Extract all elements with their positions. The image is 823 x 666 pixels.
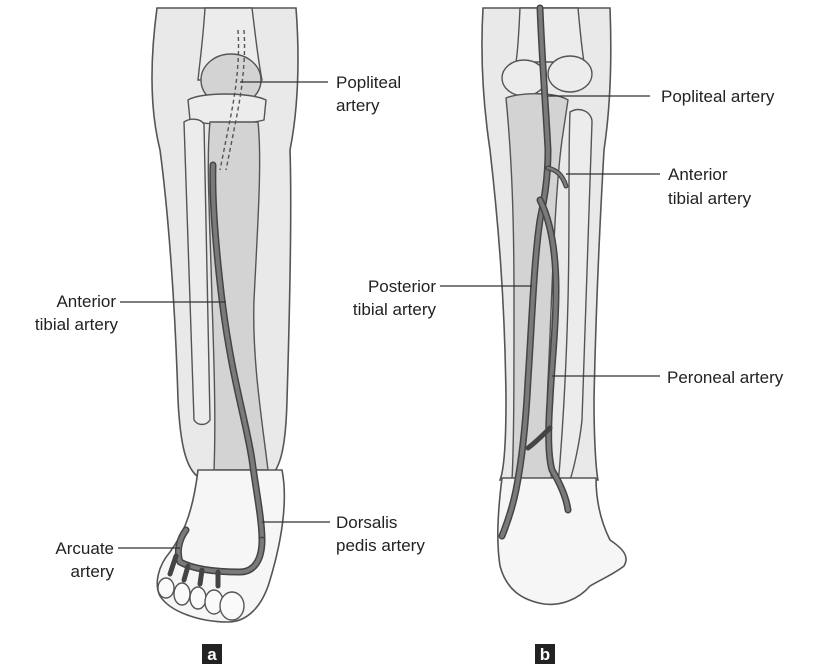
panel-b-posterior-tibial-label-2: tibial artery: [353, 300, 437, 319]
panel-a-anterior-view: Popliteal artery Anterior tibial artery …: [35, 8, 425, 664]
panel-b-letter: b: [540, 645, 550, 664]
panel-a-dorsalis-label-2: pedis artery: [336, 536, 425, 555]
panel-b-posterior-view: Popliteal artery Anterior tibial artery …: [353, 8, 784, 664]
panel-b-medial-condyle: [502, 60, 546, 96]
panel-b-femur: [516, 8, 584, 62]
panel-b-anterior-tibial-label-1: Anterior: [668, 165, 728, 184]
panel-a-digital-branch-3: [200, 570, 202, 584]
panel-a-toe-2: [174, 583, 190, 605]
panel-a-toe-1: [158, 578, 174, 598]
panel-b-peroneal-label: Peroneal artery: [667, 368, 784, 387]
panel-a-toe-big: [220, 592, 244, 620]
panel-a-arcuate-label-1: Arcuate: [55, 539, 114, 558]
panel-a-popliteal-label-2: artery: [336, 96, 380, 115]
panel-a-dorsalis-label-1: Dorsalis: [336, 513, 397, 532]
panel-a-letter: a: [207, 645, 217, 664]
panel-a-anterior-tibial-label-1: Anterior: [56, 292, 116, 311]
panel-a-arcuate-label-2: artery: [71, 562, 115, 581]
panel-a-anterior-tibial-label-2: tibial artery: [35, 315, 119, 334]
panel-a-popliteal-label-1: Popliteal: [336, 73, 401, 92]
panel-b-popliteal-label: Popliteal artery: [661, 87, 775, 106]
panel-a-toe-3: [190, 587, 206, 609]
panel-b-anterior-tibial-label-2: tibial artery: [668, 189, 752, 208]
panel-b-posterior-tibial-label-1: Posterior: [368, 277, 436, 296]
panel-b-lateral-condyle: [548, 56, 592, 92]
